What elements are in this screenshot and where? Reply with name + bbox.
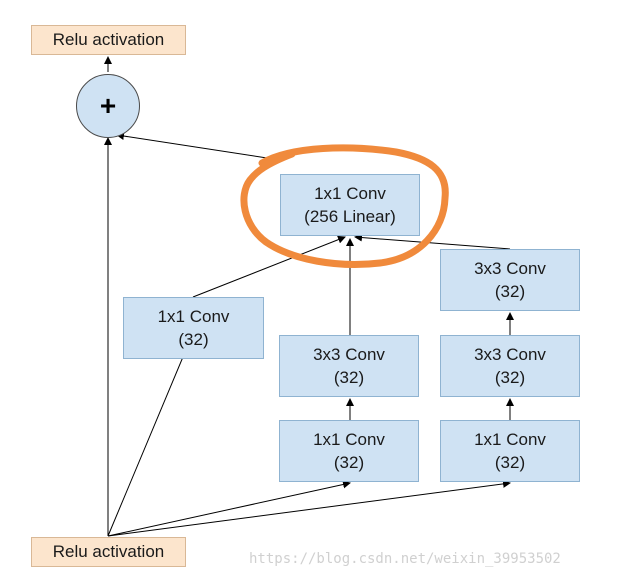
arrow-final-conv-to-add: [116, 132, 281, 161]
relu-activation-bottom: Relu activation: [31, 537, 186, 567]
branch1-conv-line2: (32): [178, 330, 209, 349]
branch3-conv3x3-mid-line1: 3x3 Conv: [474, 345, 546, 364]
branch2-conv1x1-line2: (32): [333, 453, 365, 472]
branch2-conv1x1-node: 1x1 Conv (32): [279, 420, 419, 482]
branch3-conv1x1-node: 1x1 Conv (32): [440, 420, 580, 482]
add-node: +: [76, 74, 140, 138]
watermark-text: https://blog.csdn.net/weixin_39953502: [249, 551, 561, 567]
arrow-relu-to-branch3: [107, 479, 511, 537]
branch3-conv3x3-mid-line2: (32): [494, 368, 526, 387]
branch3-conv1x1-line2: (32): [494, 453, 526, 472]
branch3-conv3x3-mid-node: 3x3 Conv (32): [440, 335, 580, 397]
branch2-conv3x3-line1: 3x3 Conv: [313, 345, 385, 364]
arrow-relu-to-branch1: [107, 332, 194, 537]
arrow-branch3-to-final: [354, 233, 511, 250]
branch2-conv3x3-node: 3x3 Conv (32): [279, 335, 419, 397]
final-conv-line2: (256 Linear): [304, 207, 396, 226]
branch3-conv3x3-top-line2: (32): [494, 282, 526, 301]
branch2-conv1x1-line1: 1x1 Conv: [313, 430, 385, 449]
branch3-conv3x3-top-node: 3x3 Conv (32): [440, 249, 580, 311]
relu-activation-top: Relu activation: [31, 25, 186, 55]
arrow-branch1-to-final: [192, 235, 346, 298]
branch3-conv1x1-line1: 1x1 Conv: [474, 430, 546, 449]
final-conv-line1: 1x1 Conv: [314, 184, 386, 203]
branch3-conv3x3-top-line1: 3x3 Conv: [474, 259, 546, 278]
branch1-conv-line1: 1x1 Conv: [157, 307, 230, 326]
final-conv-node: 1x1 Conv (256 Linear): [280, 174, 420, 236]
arrow-relu-to-branch2: [107, 480, 351, 537]
branch2-conv3x3-line2: (32): [333, 368, 365, 387]
branch1-conv-node: 1x1 Conv (32): [123, 297, 264, 359]
